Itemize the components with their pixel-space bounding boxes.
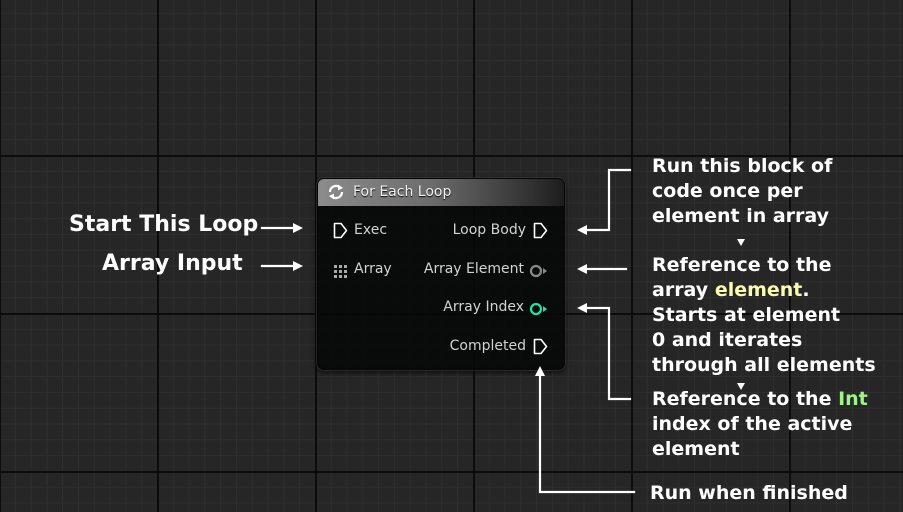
annotation-array-input: Array Input xyxy=(102,251,243,276)
annotation-loop-body: Run this block of code once per element … xyxy=(652,155,833,227)
for-each-loop-node[interactable]: For Each Loop Exec Array Loop Body Array… xyxy=(317,178,565,370)
pin-label-exec: Exec xyxy=(354,222,388,238)
pin-label-loop-body: Loop Body xyxy=(452,222,526,238)
annotation-completed: Run when finished xyxy=(650,482,848,504)
node-header[interactable]: For Each Loop xyxy=(318,179,564,206)
pin-label-array-element: Array Element xyxy=(423,261,524,277)
exec-pin-icon[interactable] xyxy=(533,222,548,243)
pin-label-array: Array xyxy=(354,261,392,277)
annotation-array-index: Reference to the Int index of the active… xyxy=(652,388,868,460)
array-pin-icon[interactable] xyxy=(334,263,347,282)
node-title: For Each Loop xyxy=(353,184,452,200)
exec-pin-icon[interactable] xyxy=(333,222,348,243)
annotation-start-loop: Start This Loop xyxy=(69,212,259,237)
pin-label-completed: Completed xyxy=(449,338,526,354)
annotation-array-element: Reference to the array element. Starts a… xyxy=(652,254,876,376)
wildcard-pin-icon[interactable] xyxy=(529,263,549,282)
loop-icon xyxy=(327,183,345,205)
exec-pin-icon[interactable] xyxy=(533,338,548,359)
pin-label-array-index: Array Index xyxy=(443,299,524,315)
int-pin-icon[interactable] xyxy=(529,301,549,320)
